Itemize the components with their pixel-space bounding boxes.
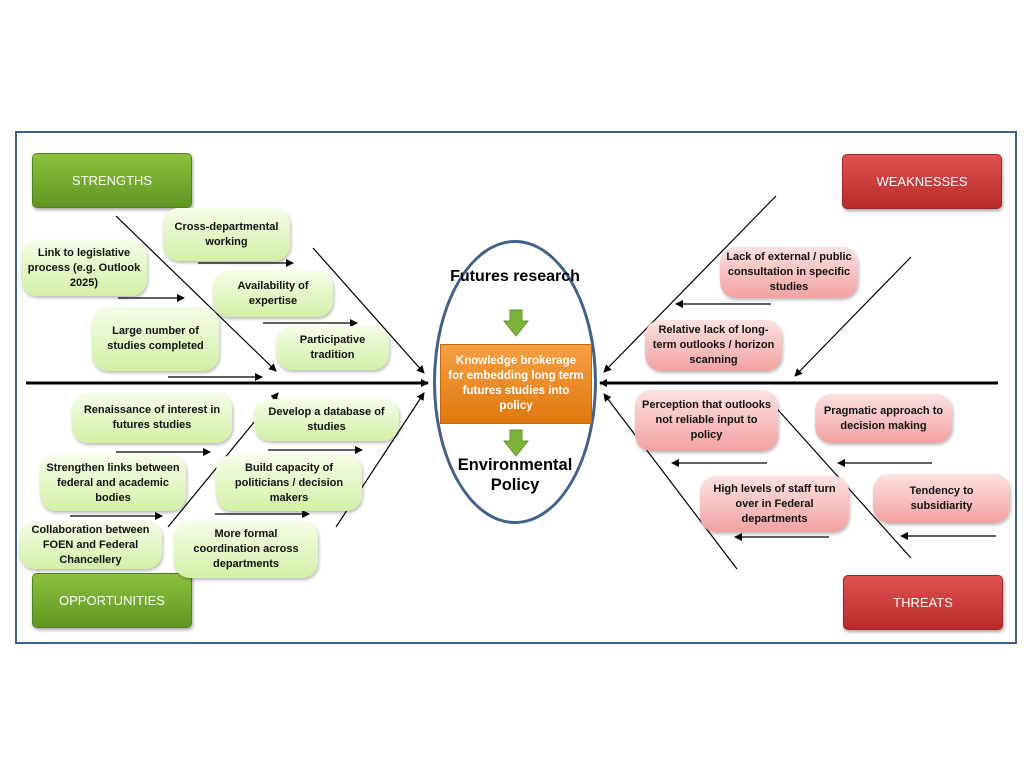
weakness-item: Relative lack of long-term outlooks / ho… (645, 320, 782, 371)
threat-item: High levels of staff turn over in Federa… (700, 476, 849, 532)
threat-item: Pragmatic approach to decision making (815, 394, 952, 443)
weakness-item: Lack of external / public consultation i… (720, 247, 858, 298)
strength-item: Link to legislative process (e.g. Outloo… (21, 240, 147, 296)
weaknesses-header: WEAKNESSES (842, 154, 1002, 209)
knowledge-brokerage-box: Knowledge brokerage for embedding long t… (440, 344, 592, 424)
opportunity-item: Build capacity of politicians / decision… (216, 455, 362, 511)
environmental-policy-label: Environmental Policy (457, 456, 573, 494)
strengths-header: STRENGTHS (32, 153, 192, 208)
threats-bone-2 (761, 391, 912, 559)
weaknesses-bone-1 (603, 195, 777, 373)
strengths-bone-1 (115, 215, 277, 372)
strength-item: Large number of studies completed (92, 307, 219, 371)
futures-research-label: Futures research (450, 268, 580, 285)
opportunity-item: Develop a database of studies (254, 399, 399, 441)
strength-item: Participative tradition (276, 326, 389, 370)
opportunity-item: Collaboration between FOEN and Federal C… (19, 521, 162, 569)
threats-header: THREATS (843, 575, 1003, 630)
opportunities-header: OPPORTUNITIES (32, 573, 192, 628)
threat-item: Tendency to subsidiarity (873, 474, 1010, 523)
strength-item: Cross-departmental working (163, 208, 290, 261)
opportunity-item: Renaissance of interest in futures studi… (72, 393, 232, 443)
weaknesses-bone-2 (794, 256, 912, 377)
opportunity-item: Strengthen links between federal and aca… (40, 455, 186, 511)
strengths-bone-2 (312, 247, 425, 374)
down-arrow-icon (503, 309, 529, 337)
opportunity-item: More formal coordination across departme… (174, 521, 318, 578)
threat-item: Perception that outlooks not reliable in… (635, 390, 778, 451)
down-arrow-icon (503, 429, 529, 457)
diagram-frame (15, 131, 1017, 644)
strength-item: Availability of expertise (213, 271, 333, 317)
threats-bone-1 (603, 393, 738, 570)
